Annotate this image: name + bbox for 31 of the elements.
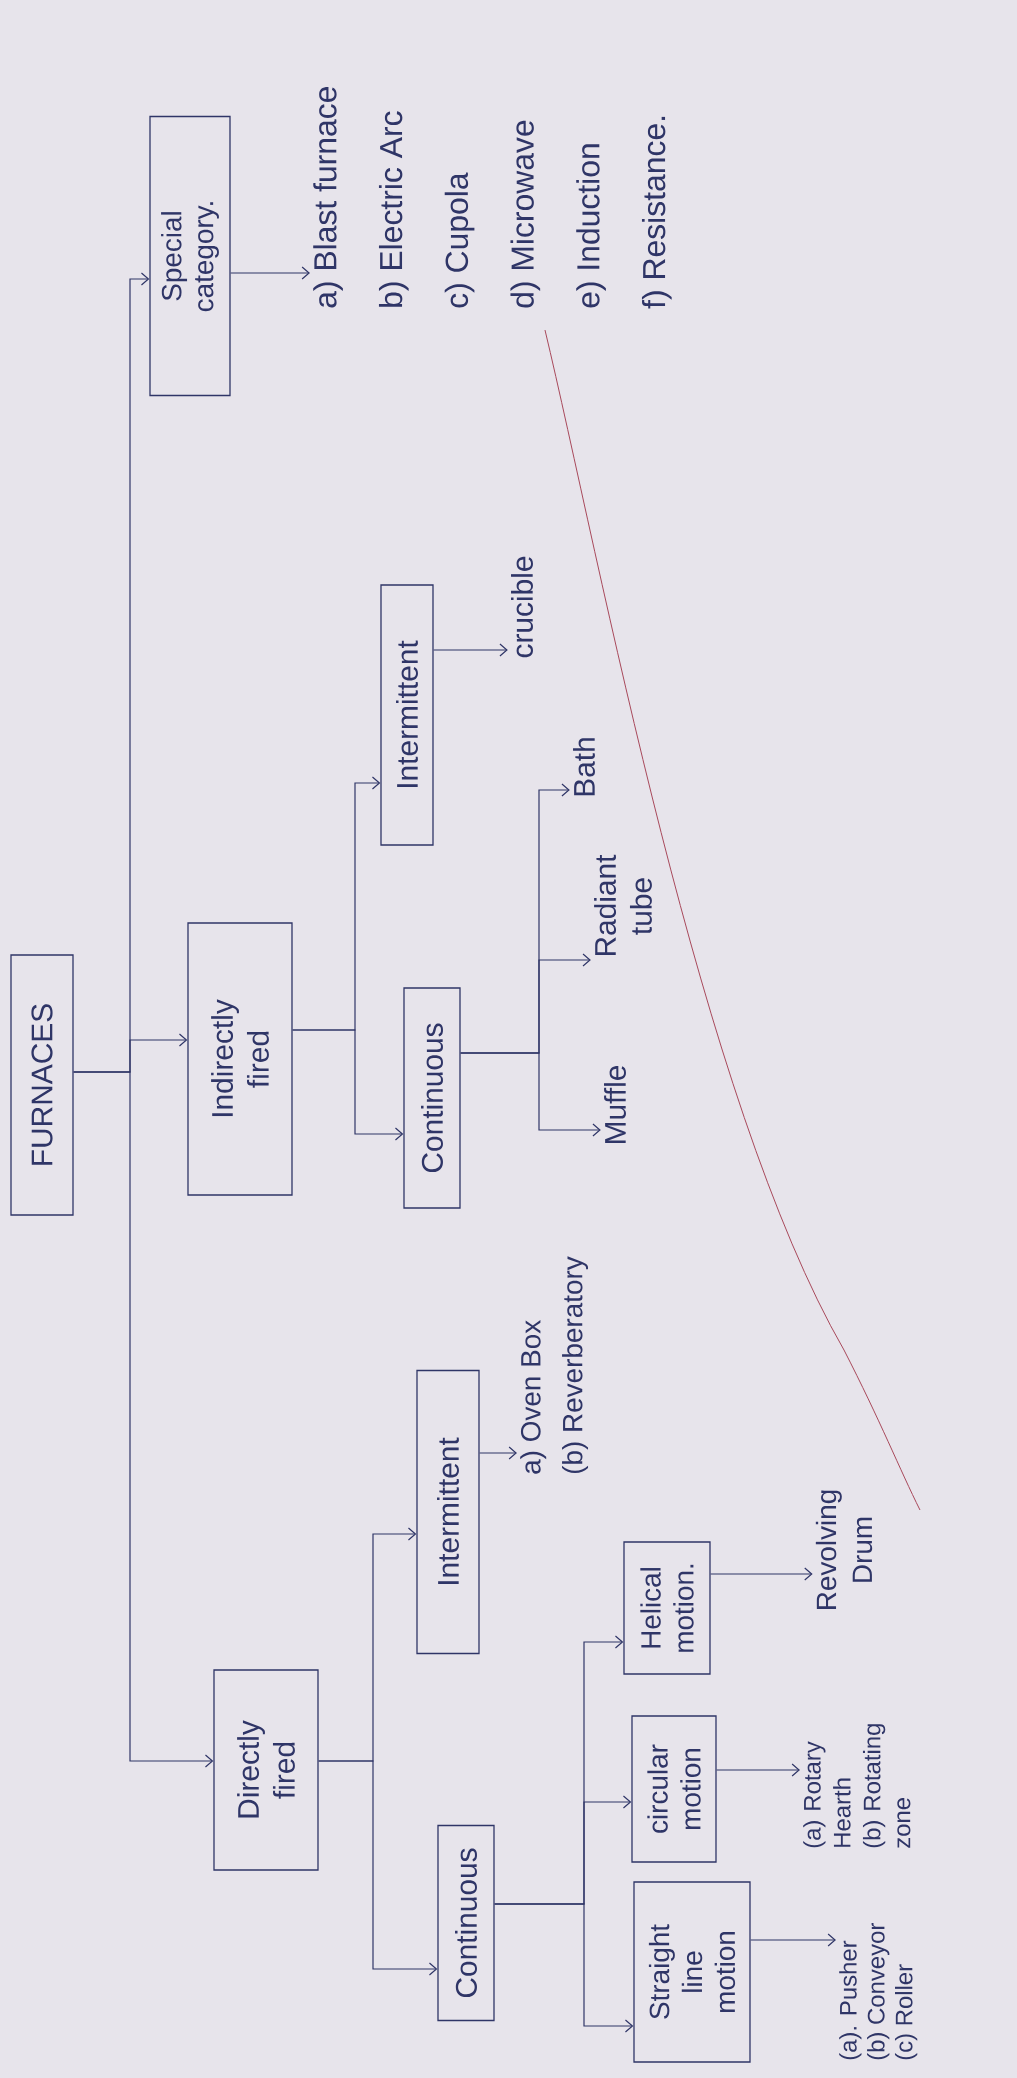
category-box: Intermittent	[380, 584, 434, 846]
item-text: a) Oven Box (b) Reverberatory	[520, 1256, 588, 1474]
arrow	[710, 1567, 813, 1581]
item-text: Muffle	[604, 1065, 626, 1143]
category-box: FURNACES	[10, 954, 74, 1216]
category-box: Continuous	[403, 987, 461, 1209]
arrow	[494, 1635, 624, 1905]
item-text: (a) Rotary Hearth (b) Rotating zone	[803, 1724, 911, 1848]
arrow	[292, 776, 381, 1031]
arrow	[716, 1763, 800, 1777]
arrow	[750, 1933, 836, 1947]
category-box: Intermittent	[416, 1369, 480, 1655]
category-box: Continuous	[437, 1824, 495, 2022]
arrow	[433, 643, 508, 657]
item-text: Bath	[573, 738, 595, 796]
category-box: Directly fired	[213, 1669, 319, 1871]
item-text: Revolving Drum	[815, 1490, 873, 1609]
item-text: a) Blast furnace b) Electric Arc c) Cupola d) Microwave e) Induction f) Resistance.	[313, 87, 672, 309]
item-text: (a). Pusher (b) Conveyor (c) Roller	[839, 1923, 918, 2060]
item-text: Radiant tube	[594, 854, 652, 956]
category-box: Indirectly fired	[187, 922, 293, 1196]
category-box: circular motion	[631, 1715, 717, 1863]
item-text: crucible	[511, 556, 533, 658]
category-box: Helical motion.	[623, 1541, 711, 1675]
arrow	[479, 1446, 517, 1460]
category-box: Special category.	[149, 115, 231, 397]
arrow	[73, 272, 150, 1073]
arrow	[318, 1527, 417, 1762]
category-box: Straight line motion	[633, 1881, 751, 2063]
arrow	[230, 266, 310, 280]
arrow	[460, 783, 570, 1054]
